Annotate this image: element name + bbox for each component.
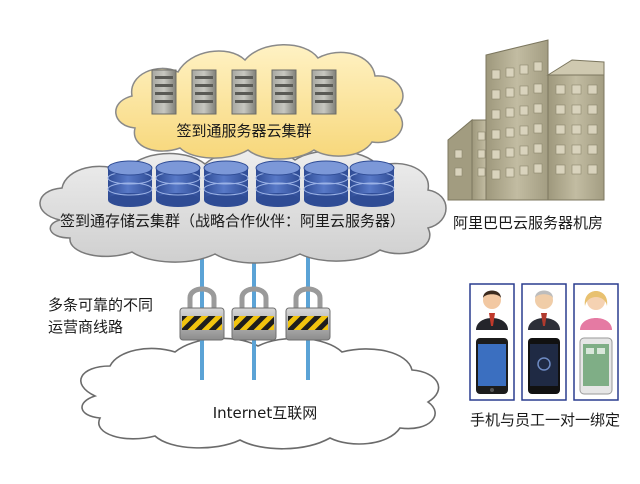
padlock-icon — [285, 286, 331, 341]
carrier-lines-label: 多条可靠的不同运营商线路 — [48, 296, 154, 336]
server-rack-icon — [151, 69, 177, 115]
employee-phone-card — [521, 283, 567, 401]
database-disk-icon — [155, 160, 201, 207]
padlock-group — [179, 286, 331, 341]
smartphone-icon — [476, 338, 508, 394]
phone-binding-label: 手机与员工一对一绑定 — [470, 411, 621, 429]
server-rack-icon — [271, 69, 297, 115]
database-disk-group — [107, 160, 395, 207]
database-disk-icon — [349, 160, 395, 207]
office-building-icon — [447, 39, 605, 201]
database-disk-icon — [255, 160, 301, 207]
person-avatar-icon — [580, 291, 612, 330]
employee-phone-cards — [469, 283, 619, 401]
server-rack-group — [151, 69, 337, 115]
smartphone-icon — [528, 338, 560, 394]
person-avatar-icon — [528, 290, 560, 330]
internet-cloud-label: Internet互联网 — [212, 404, 318, 422]
internet-cloud — [80, 337, 440, 450]
storage-cloud-label: 签到通存储云集群（战略合作伙伴：阿里云服务器） — [60, 212, 406, 230]
employee-phone-card — [573, 283, 619, 401]
database-disk-icon — [107, 160, 153, 207]
database-disk-icon — [203, 160, 249, 207]
padlock-icon — [231, 286, 277, 341]
server-rack-icon — [191, 69, 217, 115]
employee-phone-card — [469, 283, 515, 401]
server-rack-icon — [311, 69, 337, 115]
smartphone-icon — [579, 337, 613, 395]
datacenter-label: 阿里巴巴云服务器机房 — [452, 214, 603, 232]
server-rack-icon — [231, 69, 257, 115]
database-disk-icon — [303, 160, 349, 207]
person-avatar-icon — [476, 290, 508, 330]
server-cloud-label: 签到通服务器云集群 — [176, 122, 312, 140]
padlock-icon — [179, 286, 225, 341]
